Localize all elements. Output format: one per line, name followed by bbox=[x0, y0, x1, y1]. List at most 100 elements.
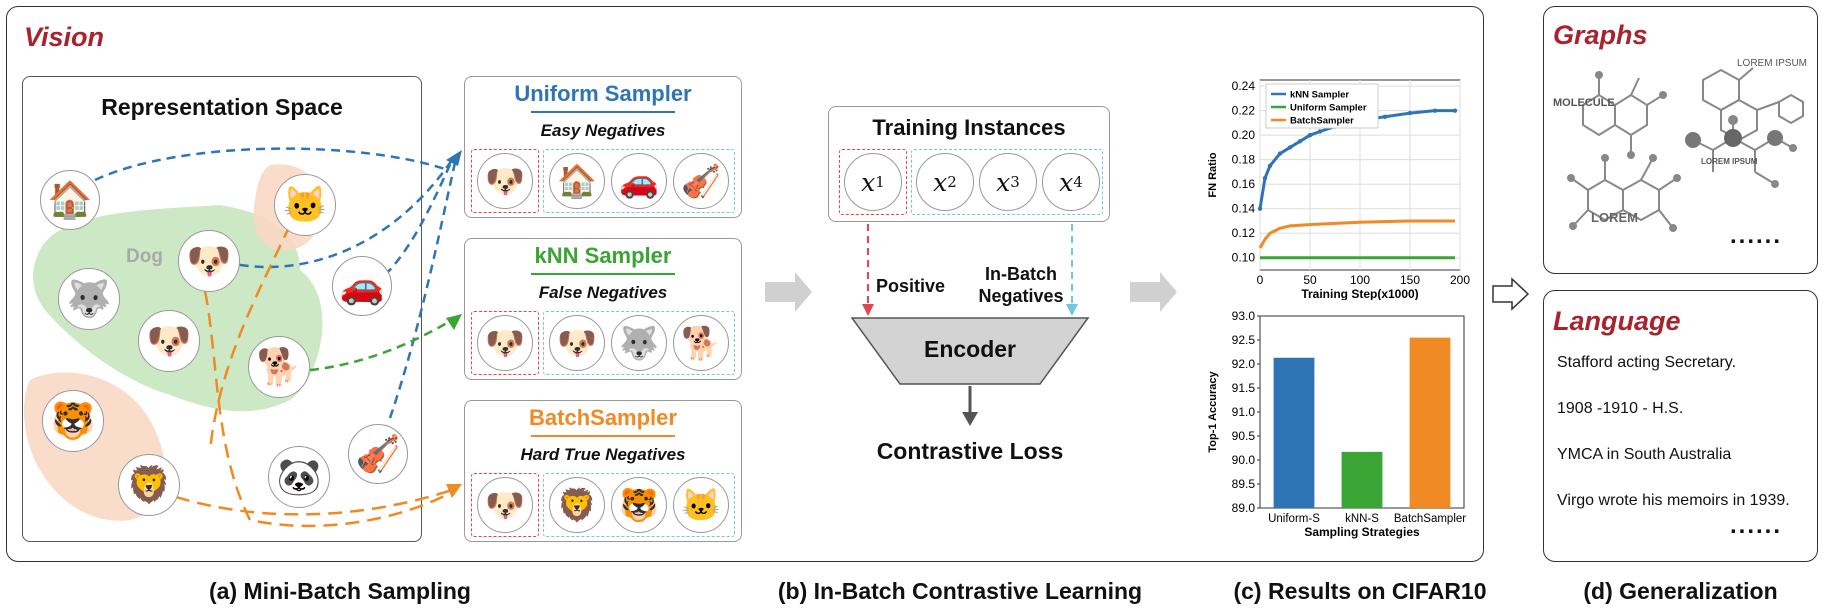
x-tick-label: Uniform-S bbox=[1268, 513, 1320, 525]
knn-sampler-title: kNN Sampler bbox=[534, 243, 672, 268]
arrow-cat-orange bbox=[208, 224, 292, 451]
series-point bbox=[1297, 139, 1303, 144]
instance-x2-index: 2 bbox=[947, 173, 957, 191]
language-line-4: Virgo wrote his memoirs in 1939. bbox=[1557, 492, 1790, 509]
x-tick-label: BatchSampler bbox=[1394, 513, 1466, 525]
knn-sampler-subtitle: False Negatives bbox=[538, 283, 668, 302]
spaniel-icon: 🐕 bbox=[673, 315, 729, 371]
series-point bbox=[1257, 206, 1263, 211]
positive-box bbox=[839, 149, 907, 215]
cat-icon: 🐱 bbox=[673, 477, 729, 533]
encoder-shape bbox=[850, 317, 1090, 385]
y-tick-label: 0.14 bbox=[1232, 202, 1256, 216]
language-line-3: YMCA in South Australia bbox=[1557, 446, 1732, 463]
arrow-bulldog-blue bbox=[224, 159, 454, 269]
series-point bbox=[1307, 132, 1313, 138]
positive-box bbox=[471, 149, 539, 213]
husky-icon: 🐺 bbox=[611, 315, 667, 371]
contrastive-loss-label: Contrastive Loss bbox=[876, 438, 1064, 464]
graphs-title: Graphs bbox=[1553, 20, 1648, 50]
husky-icon: 🐺 bbox=[58, 268, 120, 330]
series-line-2 bbox=[1258, 219, 1455, 249]
bar-1 bbox=[1341, 451, 1383, 508]
y-tick-label: 90.0 bbox=[1232, 453, 1256, 467]
uniform-sampler-box: Uniform Sampler Easy Negatives 🐶 🏠 🚗 🎻 bbox=[464, 76, 742, 218]
legend-label: Uniform Sampler bbox=[1290, 103, 1367, 114]
bulldog-icon: 🐶 bbox=[477, 153, 533, 209]
positive-box bbox=[471, 473, 539, 537]
x-tick-label: 100 bbox=[1350, 273, 1370, 287]
uniform-sampler-title: Uniform Sampler bbox=[514, 81, 692, 106]
series-point bbox=[1452, 108, 1458, 113]
green-arrowhead bbox=[446, 314, 462, 330]
dog-icon: 🐶 bbox=[138, 310, 200, 372]
y-tick-label: 92.5 bbox=[1232, 333, 1256, 347]
house-icon: 🏠 bbox=[40, 170, 100, 230]
lion-icon: 🦁 bbox=[118, 454, 180, 516]
instance-x2-symbol: x bbox=[933, 167, 948, 197]
y-tick-label: 0.16 bbox=[1232, 177, 1256, 191]
series-point bbox=[1287, 145, 1293, 150]
series-point bbox=[1382, 114, 1388, 119]
generalization-arrow bbox=[1492, 277, 1530, 311]
lion-icon: 🦁 bbox=[549, 477, 605, 533]
bulldog-icon: 🐶 bbox=[178, 230, 240, 292]
caption-c: (c) Results on CIFAR10 bbox=[1233, 578, 1487, 604]
x-tick-label: 0 bbox=[1257, 273, 1264, 287]
molecule-label-1: MOLECULE bbox=[1553, 97, 1615, 109]
y-tick-label: 0.22 bbox=[1232, 104, 1256, 118]
arrow-lion-orange bbox=[154, 488, 453, 516]
uniform-sampler-subtitle: Easy Negatives bbox=[540, 121, 666, 140]
molecule-label-4: LOREM IPSUM bbox=[1701, 157, 1758, 166]
positive-arrowhead bbox=[862, 304, 874, 316]
legend-label: BatchSampler bbox=[1290, 116, 1354, 127]
x-tick-label: 150 bbox=[1400, 273, 1420, 287]
tiger-icon: 🐯 bbox=[42, 390, 104, 452]
negatives-box bbox=[543, 149, 735, 213]
knn-sampler-rule bbox=[531, 273, 675, 275]
in-batch-arrowhead bbox=[1066, 304, 1078, 316]
bar-0 bbox=[1273, 357, 1315, 508]
y-tick-label: 0.20 bbox=[1232, 128, 1256, 142]
y-axis-label: Top-1 Accuracy bbox=[1207, 370, 1219, 452]
in-batch-label: In-Batch bbox=[985, 264, 1057, 284]
arrow-bulldog-orange bbox=[198, 269, 453, 528]
x-tick-label: 50 bbox=[1303, 273, 1317, 287]
x-axis-label: Sampling Strategies bbox=[1304, 525, 1420, 539]
bulldog-icon: 🐶 bbox=[477, 477, 533, 533]
encoder-label: Encoder bbox=[923, 336, 1017, 362]
series-point bbox=[1317, 129, 1323, 134]
dog-icon: 🐶 bbox=[549, 315, 605, 371]
legend-label: kNN Sampler bbox=[1290, 90, 1349, 101]
blue-arrowhead bbox=[446, 150, 462, 166]
grey-arrow-left bbox=[765, 272, 812, 312]
dog-cluster-label: Dog bbox=[126, 246, 163, 267]
y-tick-label: 91.5 bbox=[1232, 381, 1256, 395]
orange-arrowhead bbox=[446, 484, 462, 498]
batch-sampler-rule bbox=[531, 435, 675, 437]
batch-sampler-title: BatchSampler bbox=[529, 405, 677, 430]
representation-space-title: Representation Space bbox=[101, 94, 343, 120]
panda-icon: 🐼 bbox=[268, 446, 330, 508]
training-instances-title: Training Instances bbox=[872, 115, 1066, 140]
car-icon: 🚗 bbox=[332, 256, 392, 316]
y-tick-label: 0.18 bbox=[1232, 153, 1256, 167]
y-axis-label: FN Ratio bbox=[1207, 152, 1219, 198]
accuracy-chart: 89.089.590.090.591.091.592.092.593.0Unif… bbox=[1207, 309, 1466, 539]
instance-x3-index: 3 bbox=[1010, 173, 1020, 191]
y-tick-label: 92.0 bbox=[1232, 357, 1256, 371]
positive-label: Positive bbox=[876, 276, 946, 296]
uniform-sampler-rule bbox=[531, 111, 675, 113]
molecule-label-2: LOREM IPSUM bbox=[1737, 58, 1807, 69]
instance-x3-symbol: x bbox=[996, 167, 1011, 197]
y-tick-label: 93.0 bbox=[1232, 309, 1256, 323]
language-panel bbox=[1543, 290, 1818, 562]
car-icon: 🚗 bbox=[611, 153, 667, 209]
y-tick-label: 0.12 bbox=[1232, 226, 1256, 240]
language-ellipsis: ...... bbox=[1730, 512, 1783, 539]
